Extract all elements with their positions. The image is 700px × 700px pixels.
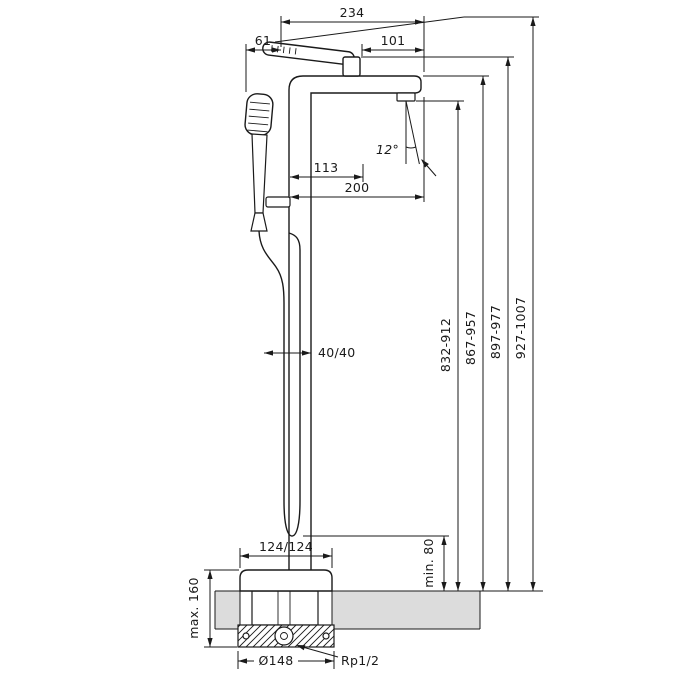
hand-shower-head [244,93,274,136]
hand-shower [244,93,291,232]
faucet [262,41,422,573]
dim-height-927-1007: 927-1007 [274,16,539,591]
dim-124-label: 124/124 [259,539,313,554]
dim-61-label: 61 [255,33,272,48]
dim-flange-148: Ø148 [237,651,335,669]
dim-101-label: 101 [381,33,406,48]
dim-4040-label: 40/40 [318,345,356,360]
dim-867-957-label: 867-957 [463,311,478,365]
dim-min-80: min. 80 [303,535,449,591]
dim-200-label: 200 [345,180,370,195]
spray-angle: 12° [376,100,437,177]
flange-bolt-left [242,632,250,640]
dim-927-1007-label: 927-1007 [513,297,528,360]
spray-angle-label: 12° [376,142,399,157]
dim-max-160: max. 160 [186,569,239,648]
dim-height-897-977: 897-977 [361,56,514,591]
dim-reach-113: 113 [290,160,364,182]
connection-circle [274,626,294,646]
dim-148-label-bg [254,653,298,666]
dim-width-61: 61 [245,33,281,92]
dim-height-832-912: 832-912 [416,100,464,591]
dim-min80-label: min. 80 [421,538,436,588]
lever-pivot [342,56,361,77]
flange-bolt-right [322,632,330,640]
dim-832-912-label: 832-912 [438,318,453,372]
hand-shower-holder [265,196,291,208]
base-escutcheon [239,569,333,592]
label-connection-thread: Rp1/2 [296,645,379,668]
dim-base-124: 124/124 [239,539,333,568]
dim-width-101: 101 [361,33,424,56]
dim-113-label: 113 [314,160,339,175]
hand-shower-handle [251,133,268,214]
dim-897-977-label: 897-977 [488,305,503,359]
basic-set-body [251,590,319,626]
connection-thread-circle [280,632,288,640]
rp12-label: Rp1/2 [341,653,379,668]
installation-unit [237,590,335,648]
faucet-column-and-spout [288,75,422,573]
dim-width-234: 234 [280,5,425,72]
spout-outlet [396,92,416,102]
dim-height-867-957: 867-957 [423,75,489,591]
dim-hose-4040: 40/40 [264,345,356,360]
dim-reach-200: 200 [290,97,425,202]
dim-max160-label: max. 160 [186,577,201,638]
dim-148-label: Ø148 [259,653,294,668]
shower-hose [258,230,301,537]
dim-234-label: 234 [340,5,365,20]
hose-connector-cone [250,212,268,232]
lever-handle [262,41,355,66]
